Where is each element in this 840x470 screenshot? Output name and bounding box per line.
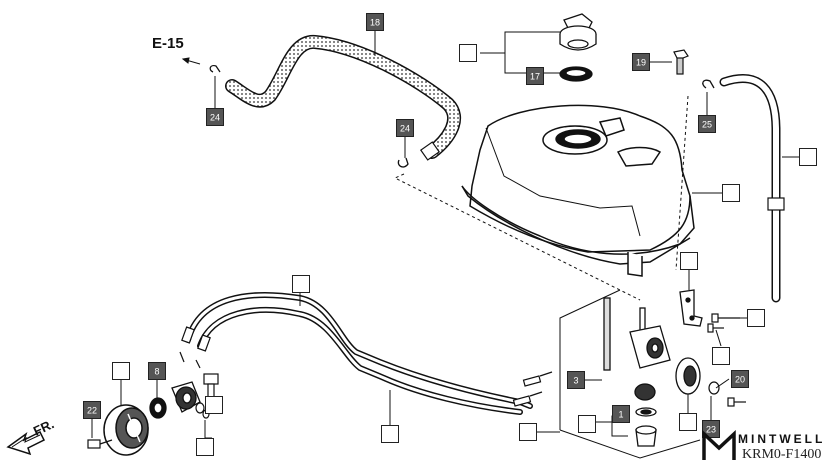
valve-leaders — [91, 270, 764, 439]
cable-ends — [179, 326, 553, 407]
callout-blank — [519, 423, 537, 441]
callout-blank — [292, 275, 310, 293]
callout-24: 24 — [206, 108, 224, 126]
callout-blank — [196, 438, 214, 456]
callout-1: 1 — [612, 405, 630, 423]
cap-seal — [559, 66, 593, 82]
callout-blank — [722, 184, 740, 202]
hose-clip-lower — [397, 157, 409, 168]
callout-23: 23 — [702, 420, 720, 438]
reference-e15: E-15 — [152, 35, 184, 52]
callout-blank — [679, 413, 697, 431]
callout-blank — [578, 415, 596, 433]
callout-blank — [747, 309, 765, 327]
callout-25: 25 — [698, 115, 716, 133]
callout-3: 3 — [567, 371, 585, 389]
callout-number: 22 — [87, 406, 97, 416]
cable-drum — [171, 381, 201, 413]
diagram-code: KRM0-F1400 — [742, 447, 822, 462]
callout-22: 22 — [83, 401, 101, 419]
callout-number: 3 — [573, 376, 578, 386]
mintwell-logo-icon — [702, 430, 736, 460]
callout-blank — [381, 425, 399, 443]
reference-arrow — [181, 57, 201, 65]
callout-number: 18 — [370, 18, 380, 28]
vent-tube — [702, 74, 785, 303]
brand-name: MINTWELL — [738, 432, 826, 446]
valve-bracket — [679, 289, 703, 327]
callout-19: 19 — [632, 53, 650, 71]
callout-number: 24 — [400, 124, 410, 134]
fuel-cap — [559, 13, 597, 51]
callout-labels: 18 17 19 24 24 25 8 22 3 1 20 23 — [83, 13, 817, 456]
valve-screws — [707, 313, 746, 407]
washer — [149, 397, 167, 419]
callout-17: 17 — [526, 67, 544, 85]
callout-blank — [112, 362, 130, 380]
pulley — [103, 404, 149, 456]
callout-blank — [205, 396, 223, 414]
callout-20: 20 — [731, 370, 749, 388]
drum-pin — [203, 373, 219, 399]
callout-blank — [680, 252, 698, 270]
callout-number: 1 — [618, 410, 623, 420]
hose-clip-upper — [209, 64, 221, 73]
callout-18: 18 — [366, 13, 384, 31]
callout-number: 23 — [706, 425, 716, 435]
callout-number: 24 — [210, 113, 220, 123]
fuel-valve — [603, 297, 701, 447]
callout-8: 8 — [148, 362, 166, 380]
breather-hose — [225, 35, 462, 161]
callout-number: 19 — [636, 58, 646, 68]
fuel-tank — [461, 104, 695, 277]
front-arrow-icon: FR. — [6, 416, 56, 456]
callout-number: 8 — [154, 367, 159, 377]
callout-24: 24 — [396, 119, 414, 137]
callout-number: 25 — [702, 120, 712, 130]
callout-blank — [799, 148, 817, 166]
callout-blank — [712, 347, 730, 365]
pulley-bolt — [87, 439, 113, 449]
front-label: FR. — [31, 416, 56, 438]
callout-number: 20 — [735, 375, 745, 385]
bolt — [673, 49, 689, 75]
callout-blank — [459, 44, 477, 62]
callout-number: 17 — [530, 72, 540, 82]
